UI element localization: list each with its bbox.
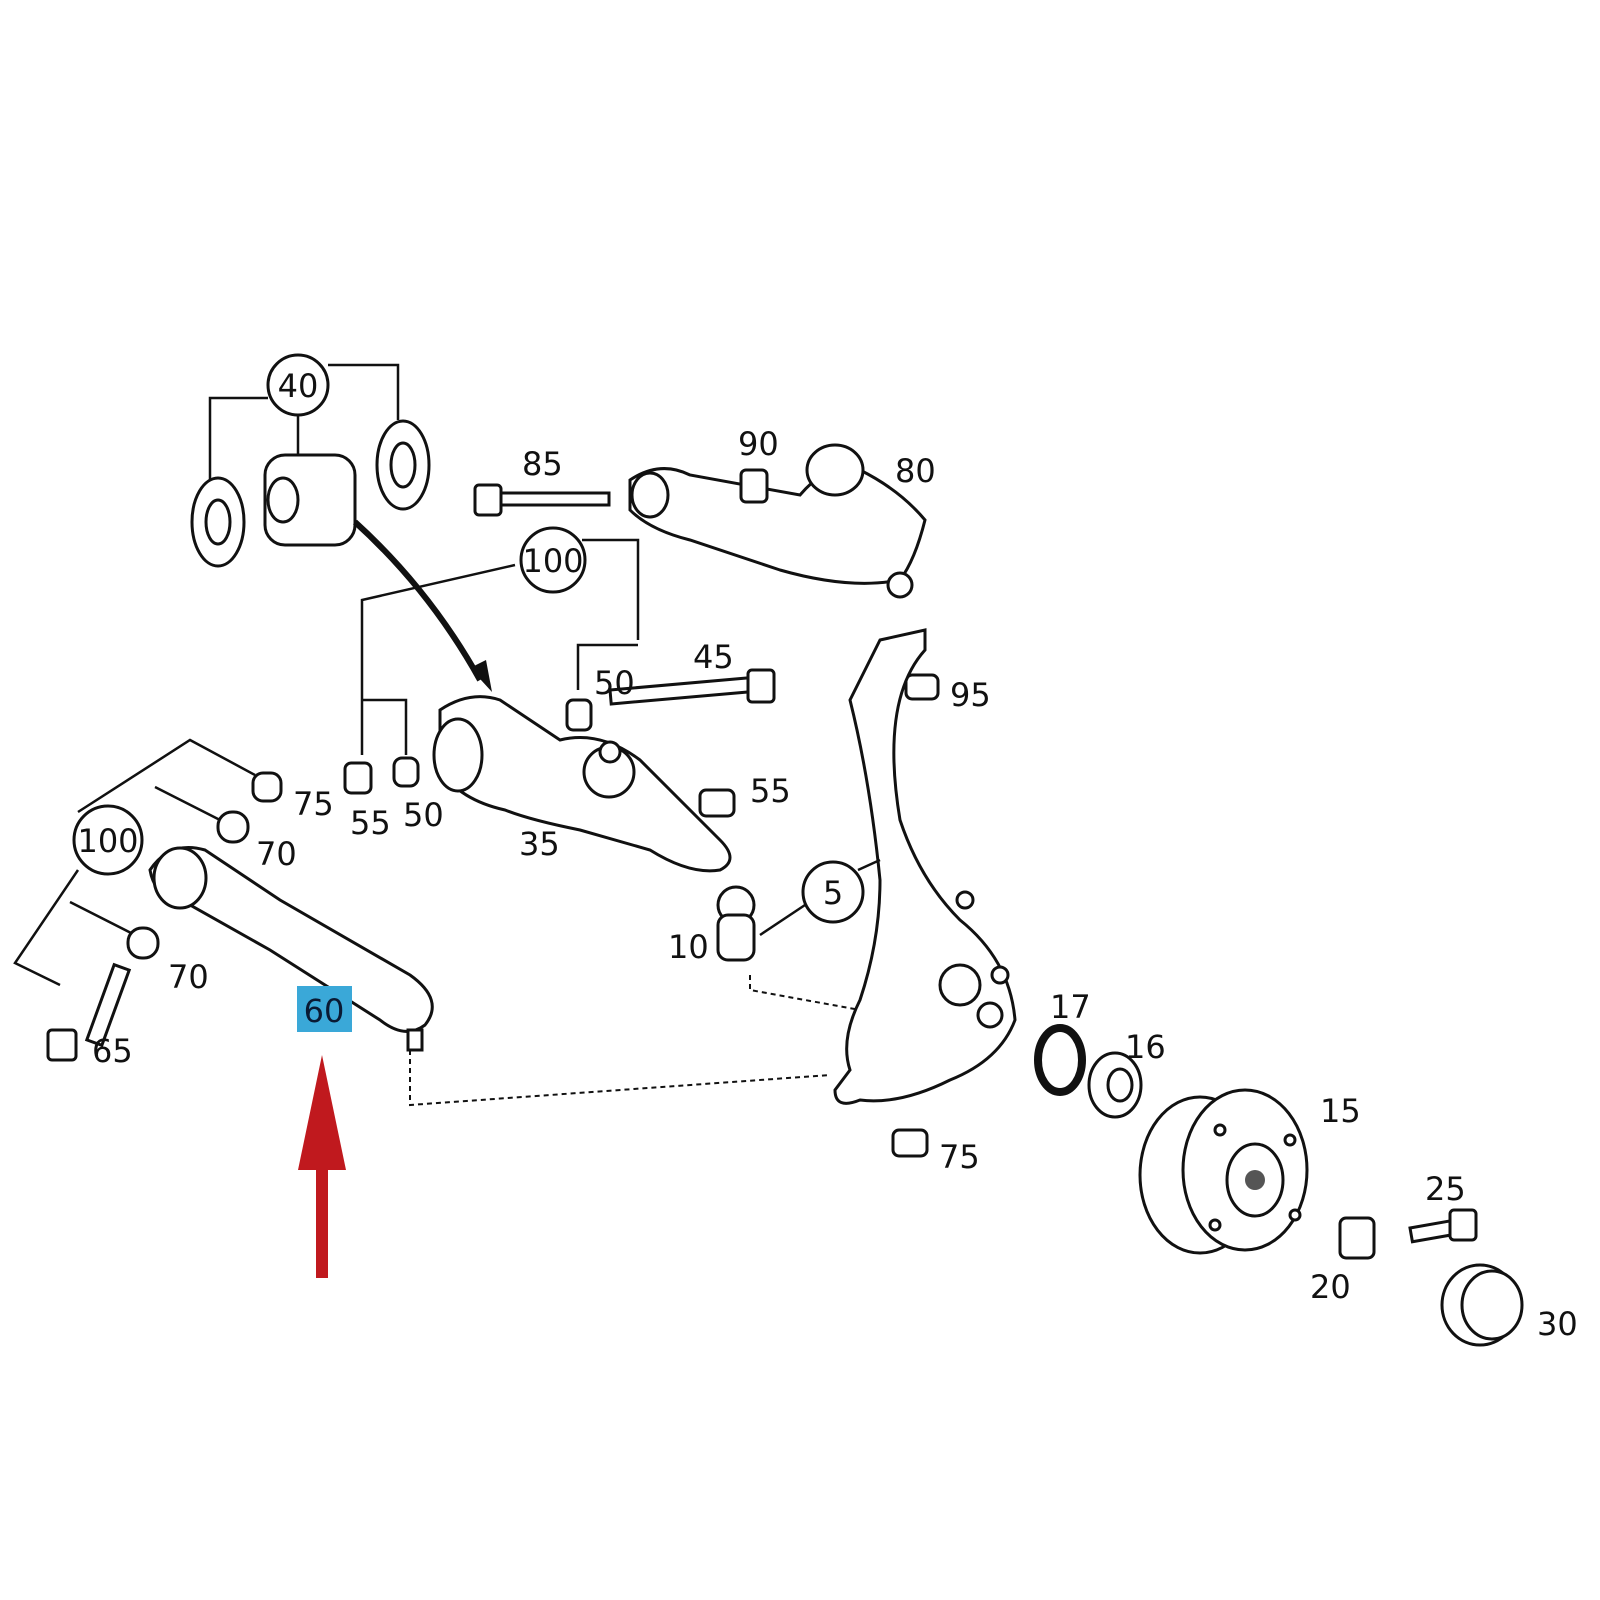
part-70-washer-lower xyxy=(126,926,160,960)
callout-70-lower: 70 xyxy=(168,958,209,996)
svg-text:60: 60 xyxy=(304,992,345,1030)
part-70-washer xyxy=(216,810,250,844)
callout-20: 20 xyxy=(1310,1268,1351,1306)
part-30-dust-cap xyxy=(1440,1263,1524,1347)
callout-5: 5 xyxy=(759,858,881,937)
part-20-clamp-nut xyxy=(1338,1216,1376,1260)
part-75-nut-lower xyxy=(891,1128,929,1158)
callout-10: 10 xyxy=(668,928,709,966)
arrow-40-to-35 xyxy=(352,519,483,682)
part-80-upper-control-arm xyxy=(628,443,927,599)
callout-95: 95 xyxy=(950,676,991,714)
part-35-lower-control-arm xyxy=(432,695,732,873)
callout-75: 75 xyxy=(293,785,334,823)
callout-65: 65 xyxy=(92,1032,133,1070)
part-15-wheel-hub xyxy=(1138,1088,1309,1255)
callout-85: 85 xyxy=(522,445,563,483)
callout-100-upper: 100 xyxy=(519,526,587,594)
svg-text:40: 40 xyxy=(278,367,319,405)
part-25-bolt xyxy=(1408,1208,1478,1244)
part-10-ball-joint xyxy=(716,885,756,962)
group-bracket-100-upper xyxy=(360,538,640,755)
part-60-tension-strut xyxy=(148,846,434,1052)
assembly-line-60 xyxy=(409,1050,831,1107)
callout-70-upper: 70 xyxy=(256,835,297,873)
callout-100-lower: 100 xyxy=(72,804,144,876)
part-16-bearing xyxy=(1087,1051,1143,1119)
part-55-nut-right xyxy=(698,788,736,818)
part-65-bolt xyxy=(46,962,132,1062)
part-55-nut xyxy=(343,761,373,795)
callout-55-right: 55 xyxy=(750,772,791,810)
svg-text:100: 100 xyxy=(77,822,138,860)
callout-55: 55 xyxy=(350,804,391,842)
callout-17: 17 xyxy=(1050,988,1091,1026)
part-75-nut xyxy=(251,771,283,803)
arrowhead xyxy=(470,660,492,692)
callout-50-upper: 50 xyxy=(594,664,635,702)
callout-80: 80 xyxy=(895,452,936,490)
group-bracket-100-lower xyxy=(13,738,256,987)
part-45-bolt xyxy=(608,668,776,706)
part-50-nut xyxy=(565,698,593,732)
part-95-nut xyxy=(904,673,940,701)
callout-35: 35 xyxy=(519,825,560,863)
callout-15: 15 xyxy=(1320,1092,1361,1130)
group-bracket-40 xyxy=(208,363,400,480)
callout-40: 40 xyxy=(266,353,330,417)
callout-50: 50 xyxy=(403,796,444,834)
part-17-seal-ring xyxy=(1034,1024,1086,1096)
part-40-bushing-set xyxy=(190,419,431,568)
part-5-steering-knuckle xyxy=(833,628,1017,1105)
callout-45: 45 xyxy=(693,638,734,676)
callout-25: 25 xyxy=(1425,1170,1466,1208)
part-50-washer xyxy=(392,756,420,788)
svg-text:5: 5 xyxy=(823,874,843,912)
callout-30: 30 xyxy=(1537,1305,1578,1343)
svg-text:100: 100 xyxy=(522,542,583,580)
callout-90: 90 xyxy=(738,425,779,463)
part-85-bolt xyxy=(473,483,611,517)
red-pointer-arrow xyxy=(298,1055,346,1278)
callout-75-lower: 75 xyxy=(939,1138,980,1176)
callout-16: 16 xyxy=(1125,1028,1166,1066)
callout-60-highlighted: 60 xyxy=(297,986,352,1032)
assembly-line-10 xyxy=(749,975,861,1011)
